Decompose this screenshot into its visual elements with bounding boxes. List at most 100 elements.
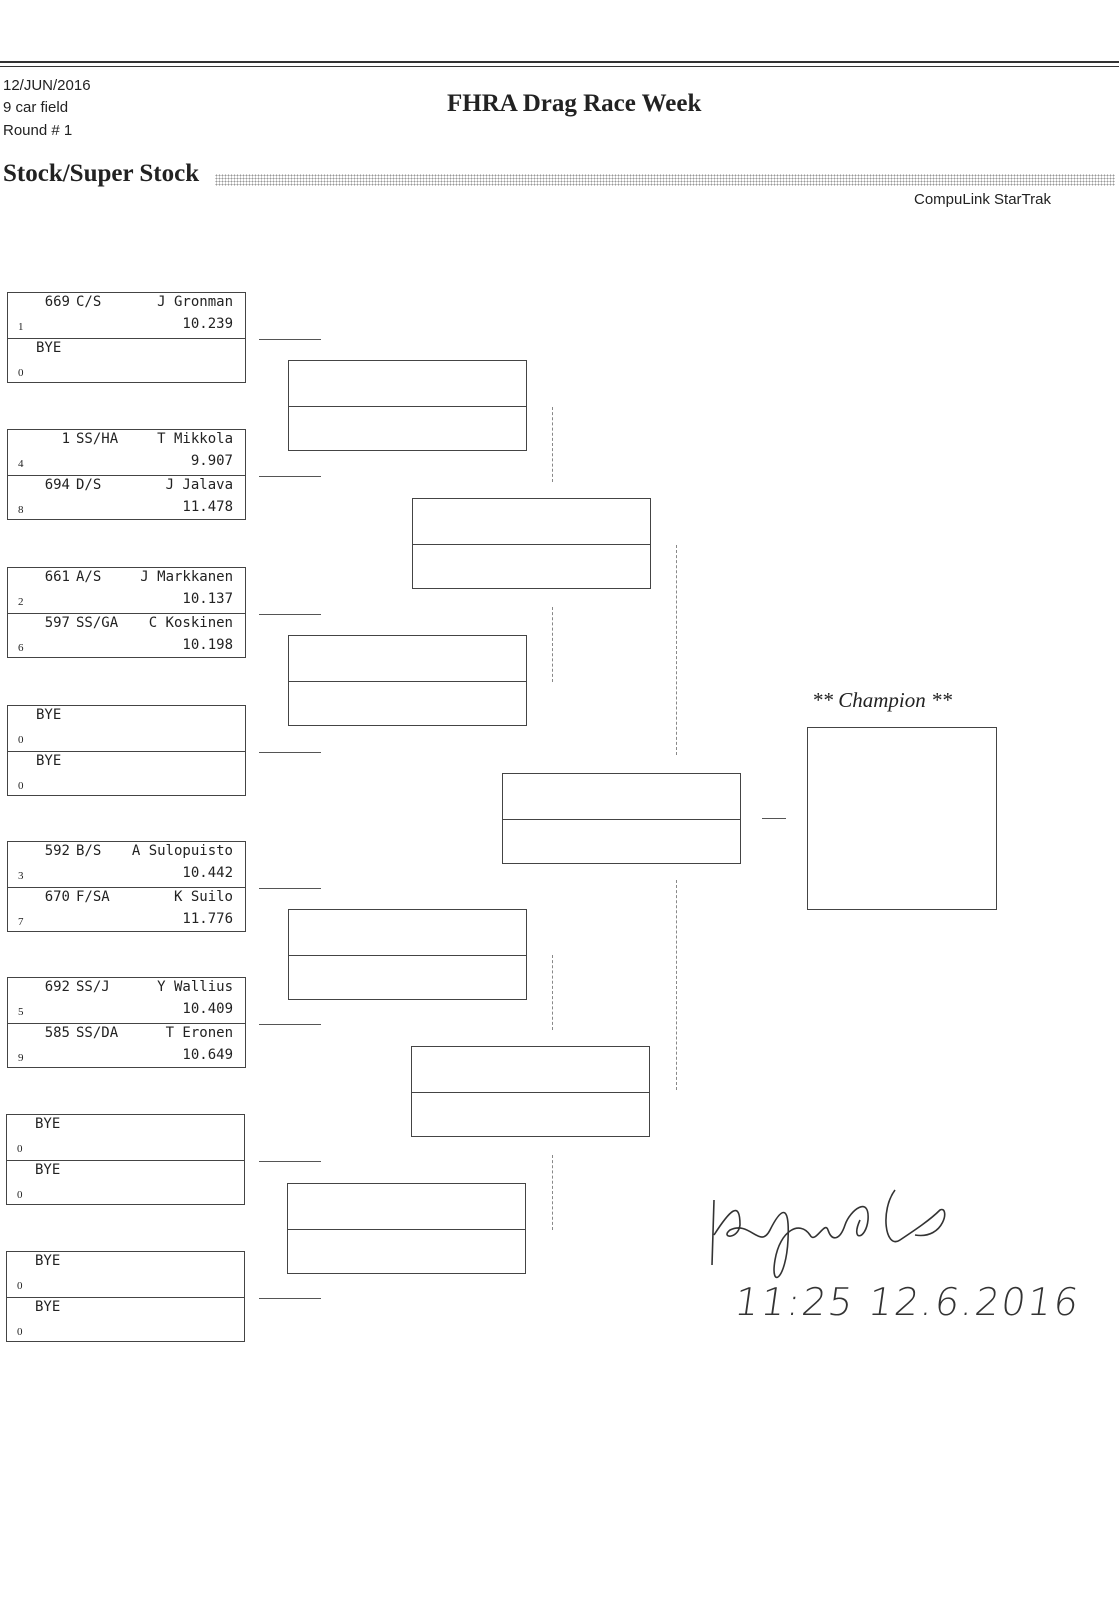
car-number: BYE: [36, 753, 62, 769]
car-number: 585: [44, 1025, 70, 1041]
bracket-connector: [676, 545, 677, 755]
driver-name: J Gronman: [157, 294, 233, 310]
event-title: FHRA Drag Race Week: [447, 90, 702, 117]
elapsed-time: 11.478: [182, 499, 233, 515]
result-box: [502, 773, 741, 864]
car-number: 592: [44, 843, 70, 859]
elapsed-time: 10.649: [182, 1047, 233, 1063]
result-slot: [289, 955, 526, 1001]
elapsed-time: 10.198: [182, 637, 233, 653]
result-slot: [413, 499, 650, 544]
result-slot: [503, 774, 740, 819]
car-number: 597: [44, 615, 70, 631]
car-class: SS/J: [76, 979, 110, 995]
elapsed-time: 10.409: [182, 1001, 233, 1017]
seed-number: 4: [18, 458, 24, 470]
car-number: BYE: [36, 707, 62, 723]
result-box: [288, 909, 527, 1000]
car-class: SS/DA: [76, 1025, 119, 1041]
racer-slot: 585 SS/DA T Eronen 10.649 9: [8, 1023, 245, 1069]
bracket-connector: [552, 955, 553, 1030]
connector-line: [259, 1024, 321, 1025]
final-connector: [762, 818, 786, 819]
racer-slot: BYE 0: [8, 751, 245, 797]
seed-number: 2: [18, 596, 24, 608]
result-slot: [289, 406, 526, 452]
racer-slot: 670 F/SA K Suilo 11.776 7: [8, 887, 245, 933]
seed-number: 0: [18, 367, 24, 379]
racer-slot: BYE 0: [7, 1115, 244, 1160]
car-number: 692: [44, 979, 70, 995]
car-class: D/S: [76, 477, 102, 493]
connector-line: [259, 1161, 321, 1162]
car-class: SS/GA: [76, 615, 119, 631]
driver-name: Y Wallius: [157, 979, 233, 995]
seed-number: 0: [18, 780, 24, 792]
car-class: SS/HA: [76, 431, 119, 447]
car-class: B/S: [76, 843, 102, 859]
racer-slot: BYE 0: [8, 338, 245, 384]
result-box: [288, 360, 527, 451]
car-class: F/SA: [76, 889, 110, 905]
elapsed-time: 9.907: [190, 453, 233, 469]
car-number: BYE: [35, 1253, 61, 1269]
elapsed-time: 10.239: [182, 316, 233, 332]
car-number: 669: [44, 294, 70, 310]
result-slot: [288, 1184, 525, 1229]
elapsed-time: 11.776: [182, 911, 233, 927]
dotted-rule: [215, 174, 1115, 186]
racer-slot: BYE 0: [8, 706, 245, 751]
seed-number: 0: [17, 1189, 23, 1201]
champion-label: ** Champion **: [812, 688, 953, 712]
car-number: BYE: [36, 340, 62, 356]
seed-number: 0: [18, 734, 24, 746]
seed-number: 0: [17, 1143, 23, 1155]
driver-name: C Koskinen: [148, 615, 233, 631]
result-slot: [288, 1229, 525, 1275]
driver-name: T Mikkola: [157, 431, 233, 447]
driver-name: A Sulopuisto: [131, 843, 233, 859]
signature-time-date: 11:25 12.6.2016: [731, 1280, 1084, 1324]
car-number: BYE: [35, 1116, 61, 1132]
result-slot: [503, 819, 740, 865]
signature: [711, 1189, 946, 1279]
elapsed-time: 10.442: [182, 865, 233, 881]
driver-name: K Suilo: [173, 889, 233, 905]
result-slot: [289, 636, 526, 681]
car-number: BYE: [35, 1299, 61, 1315]
seed-number: 7: [18, 916, 24, 928]
driver-name: T Eronen: [165, 1025, 233, 1041]
car-number: 661: [44, 569, 70, 585]
result-box: [411, 1046, 650, 1137]
connector-line: [259, 614, 321, 615]
result-box: [412, 498, 651, 589]
bracket-connector: [552, 607, 553, 682]
class-title: Stock/Super Stock: [3, 160, 203, 188]
car-number: 670: [44, 889, 70, 905]
result-slot: [412, 1047, 649, 1092]
connector-line: [259, 1298, 321, 1299]
result-slot: [289, 361, 526, 406]
seed-number: 9: [18, 1052, 24, 1064]
champion-box: [807, 727, 997, 910]
connector-line: [259, 752, 321, 753]
bracket-connector: [676, 880, 677, 1090]
brand-label: CompuLink StarTrak: [914, 191, 1051, 208]
bracket-connector: [552, 407, 553, 482]
seed-number: 8: [18, 504, 24, 516]
